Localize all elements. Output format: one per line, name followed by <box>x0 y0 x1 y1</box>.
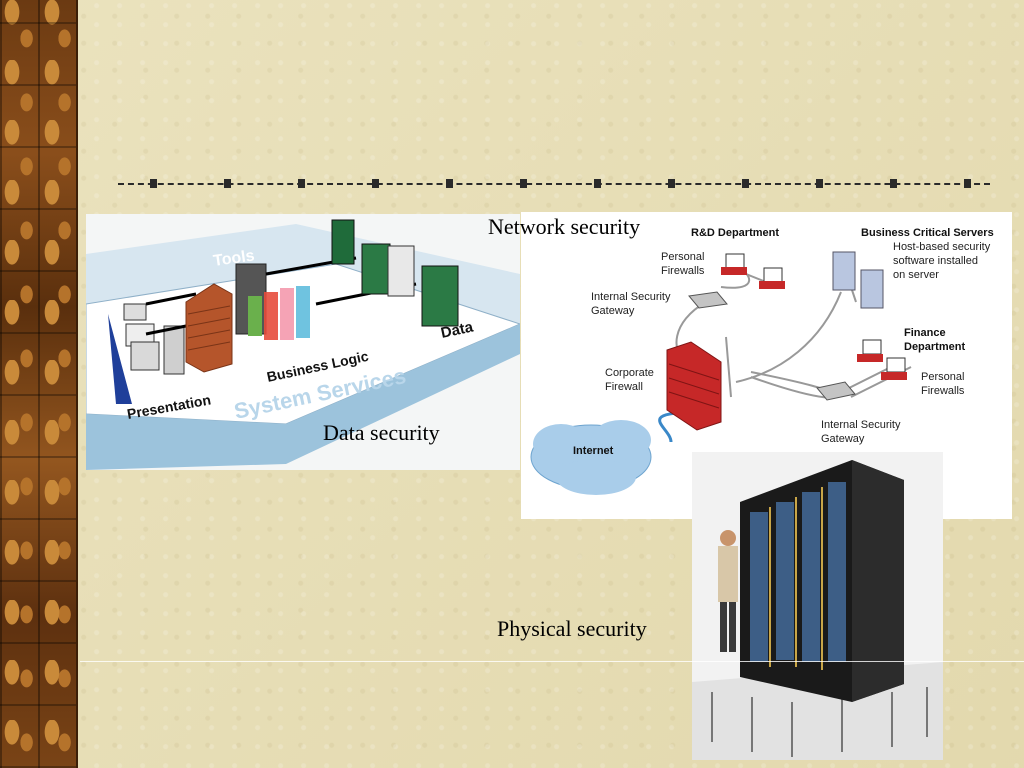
personal-firewalls-label-1b: Firewalls <box>661 265 705 277</box>
internet-cloud <box>530 420 652 495</box>
person-figure <box>718 530 738 652</box>
internal-gateway-label-1b: Gateway <box>591 305 635 317</box>
corporate-firewall-label-a: Corporate <box>605 367 654 379</box>
finance-label-a: Finance <box>904 327 946 339</box>
network-security-caption: Network security <box>488 214 641 239</box>
side-bar-edge <box>76 0 78 768</box>
business-critical-servers-label: Business Critical Servers <box>861 227 994 239</box>
physical-security-caption: Physical security <box>497 616 647 641</box>
data-label: Data <box>439 318 475 342</box>
wood-side-bar <box>0 0 78 768</box>
personal-firewalls-label-2a: Personal <box>921 371 964 383</box>
host-based-label-b: software installed <box>893 255 978 267</box>
data-security-caption: Data security <box>323 420 440 445</box>
rd-department-label: R&D Department <box>691 227 779 239</box>
personal-firewalls-label-1a: Personal <box>661 251 704 263</box>
internet-label: Internet <box>573 445 614 457</box>
internal-gateway-label-2a: Internal Security <box>821 419 901 431</box>
internal-gateway-label-2b: Gateway <box>821 433 865 445</box>
host-based-label-a: Host-based security <box>893 241 991 253</box>
bottom-rule <box>80 661 1024 662</box>
data-security-diagram: Tools System Services Business Logic P <box>86 214 520 470</box>
personal-firewalls-label-2b: Firewalls <box>921 385 965 397</box>
host-based-label-c: on server <box>893 269 939 281</box>
internal-gateway-label-1a: Internal Security <box>591 291 671 303</box>
corporate-firewall-label-b: Firewall <box>605 381 643 393</box>
finance-label-b: Department <box>904 341 965 353</box>
physical-security-image <box>692 452 943 760</box>
decorative-divider <box>118 178 990 190</box>
